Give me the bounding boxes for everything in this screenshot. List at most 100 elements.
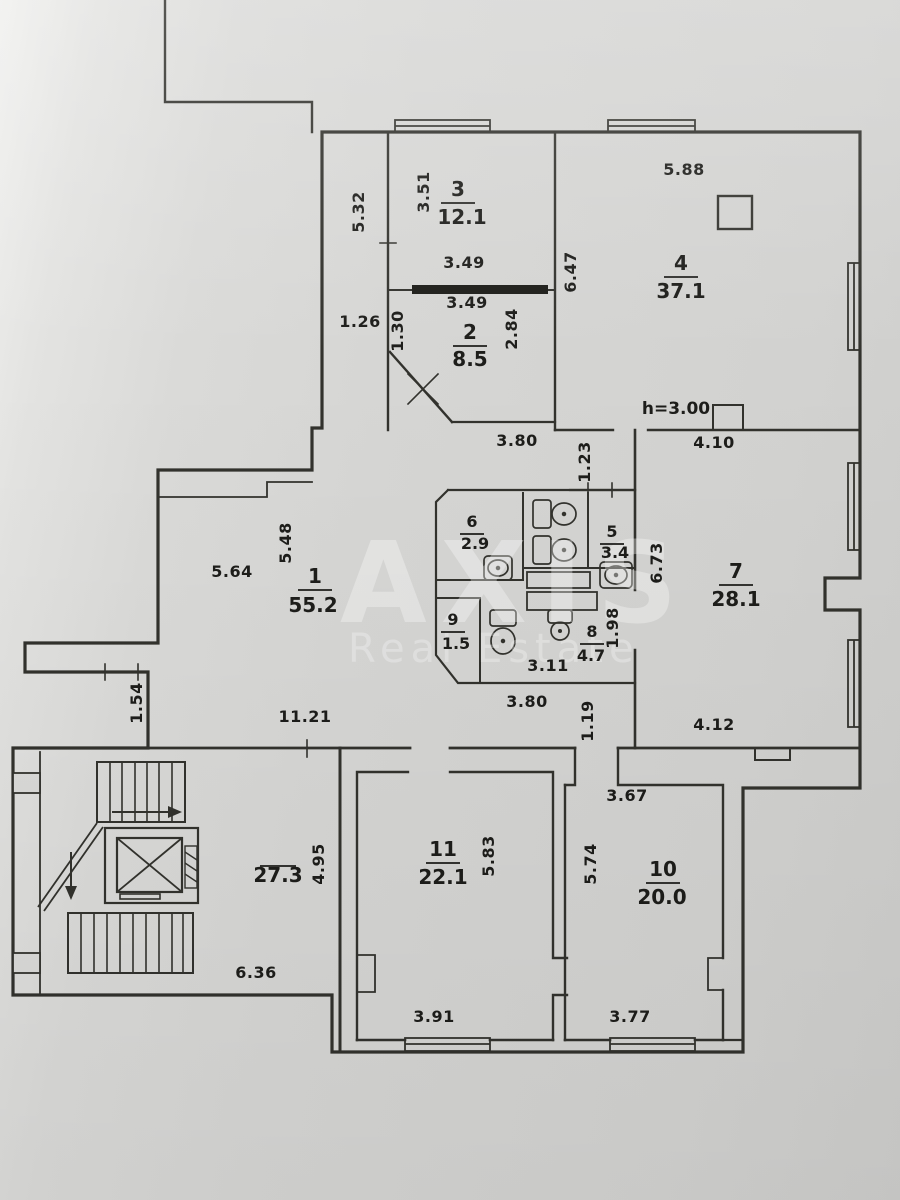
room-area-label: 37.1 bbox=[656, 279, 705, 303]
toilet-upper bbox=[532, 499, 577, 529]
room-number-label: 3 bbox=[451, 177, 465, 201]
room-area-label: 28.1 bbox=[711, 587, 760, 611]
dimension-label: 3.67 bbox=[606, 786, 647, 805]
walls-layer bbox=[11, 0, 862, 1054]
watermark: AXIS Real Estate bbox=[340, 519, 691, 672]
dimension-label: 1.26 bbox=[339, 312, 380, 331]
room-area-label: 1.5 bbox=[442, 634, 470, 653]
dimension-label: 6.47 bbox=[561, 251, 580, 292]
porch-dim-ticks bbox=[104, 663, 139, 681]
room4-wall-tab bbox=[712, 404, 744, 431]
watermark-big-text: AXIS bbox=[340, 519, 691, 649]
room-area-label: 55.2 bbox=[288, 593, 337, 617]
room-number-label: 10 bbox=[649, 857, 677, 881]
sink-room5 bbox=[599, 561, 633, 589]
stair-arrow-down bbox=[65, 852, 77, 900]
bath-block-outline bbox=[434, 488, 637, 685]
room11-walls bbox=[355, 770, 569, 1042]
dimension-label: 3.91 bbox=[413, 1007, 454, 1026]
dimension-label: 5.64 bbox=[211, 562, 252, 581]
dimension-label: 5.83 bbox=[479, 835, 498, 876]
dimension-label: 1.30 bbox=[388, 310, 407, 351]
elevator bbox=[103, 826, 200, 905]
hatched-wall-strip bbox=[184, 845, 198, 889]
window-room11-bottom bbox=[404, 1037, 491, 1052]
dimension-label: 4.95 bbox=[309, 843, 328, 884]
stepped-wall-inner-face bbox=[157, 481, 313, 498]
room-area-label: 8.5 bbox=[452, 347, 487, 371]
dimension-label: 5.74 bbox=[581, 843, 600, 884]
dimension-label: 1.98 bbox=[603, 607, 622, 648]
stair-flight-lower bbox=[67, 912, 194, 974]
dimension-label: 1.54 bbox=[127, 682, 146, 723]
room-number-label: 7 bbox=[729, 559, 743, 583]
duct-box-upper bbox=[526, 571, 591, 589]
elevator-cross bbox=[116, 837, 183, 893]
room-number-label: 9 bbox=[447, 610, 458, 629]
window-room10-bottom bbox=[609, 1037, 696, 1052]
dimension-label: 4.10 bbox=[693, 433, 734, 452]
watermark-small-text: Real Estate bbox=[348, 626, 640, 672]
room-number-label: 2 bbox=[463, 320, 477, 344]
stairwell-notch-bottom bbox=[12, 952, 41, 974]
window-room7-right-lower bbox=[847, 639, 861, 728]
elevator-cab bbox=[115, 836, 184, 894]
elevator-shaft-outer bbox=[103, 826, 200, 905]
dimension-label: 5.88 bbox=[663, 160, 704, 179]
room-area-label: 4.7 bbox=[577, 646, 605, 665]
bath-inner-walls bbox=[435, 492, 636, 684]
room-number-label: 6 bbox=[466, 512, 477, 531]
stair-steps-lower bbox=[80, 913, 184, 973]
room-area-label: 27.3 bbox=[253, 863, 302, 887]
dimension-label: 3.77 bbox=[609, 1007, 650, 1026]
dimension-label: 3.80 bbox=[506, 692, 547, 711]
stair-flight-upper bbox=[96, 761, 186, 823]
staircase bbox=[37, 761, 194, 974]
room10-walls bbox=[563, 746, 725, 1042]
dimension-label: 11.21 bbox=[278, 707, 331, 726]
dimension-label: 3.49 bbox=[443, 253, 484, 272]
room-number-label: 4 bbox=[674, 251, 688, 275]
room-area-label: 3.4 bbox=[601, 543, 629, 562]
dimension-label: 1.19 bbox=[578, 700, 597, 741]
dimension-label: 4.12 bbox=[693, 715, 734, 734]
room-area-label: 12.1 bbox=[437, 205, 486, 229]
dimension-label: 3.11 bbox=[527, 656, 568, 675]
dimension-label: 6.36 bbox=[235, 963, 276, 982]
window-room3-top bbox=[394, 119, 491, 133]
neighbor-building-contour bbox=[163, 0, 314, 134]
stair-diagonal-line bbox=[37, 822, 104, 912]
room10-right-notch bbox=[707, 957, 724, 991]
stair-arrow-up bbox=[112, 806, 182, 818]
dimension-label: 5.48 bbox=[276, 522, 295, 563]
sink-room6 bbox=[483, 555, 513, 581]
stairwell-notch-top bbox=[12, 772, 41, 794]
room2-door-mark bbox=[406, 372, 440, 406]
room4-shaft-box bbox=[716, 194, 754, 231]
dimension-label: 3.80 bbox=[496, 431, 537, 450]
windows-layer bbox=[394, 119, 861, 1052]
toilet-room8 bbox=[489, 609, 517, 655]
lintel-bar bbox=[412, 285, 548, 294]
room7-bottom-notch bbox=[754, 747, 791, 761]
stair-steps-upper bbox=[109, 762, 173, 822]
dimension-label: 2.84 bbox=[502, 308, 521, 349]
room11-left-notch bbox=[356, 954, 376, 993]
room-number-label: 1 bbox=[308, 564, 322, 588]
room-number-label: 11 bbox=[429, 837, 457, 861]
window-room4-right bbox=[847, 262, 861, 351]
dimension-label: 3.51 bbox=[414, 171, 433, 212]
dimension-label: 3.49 bbox=[446, 293, 487, 312]
room-number-label: 5 bbox=[606, 522, 617, 541]
room-number-label: 8 bbox=[586, 622, 597, 641]
room-area-label: 2.9 bbox=[461, 534, 489, 553]
bidet-room8 bbox=[547, 609, 573, 641]
apartment-outer-wall bbox=[11, 130, 862, 1054]
window-room4-top bbox=[607, 119, 696, 133]
dimension-label: 6.73 bbox=[647, 542, 666, 583]
labels-layer: 312.128.5437.1155.262.953.491.584.7728.1… bbox=[127, 160, 761, 1026]
ceiling-height-note: h=3.00 bbox=[642, 399, 710, 419]
toilet-lower bbox=[532, 535, 577, 565]
